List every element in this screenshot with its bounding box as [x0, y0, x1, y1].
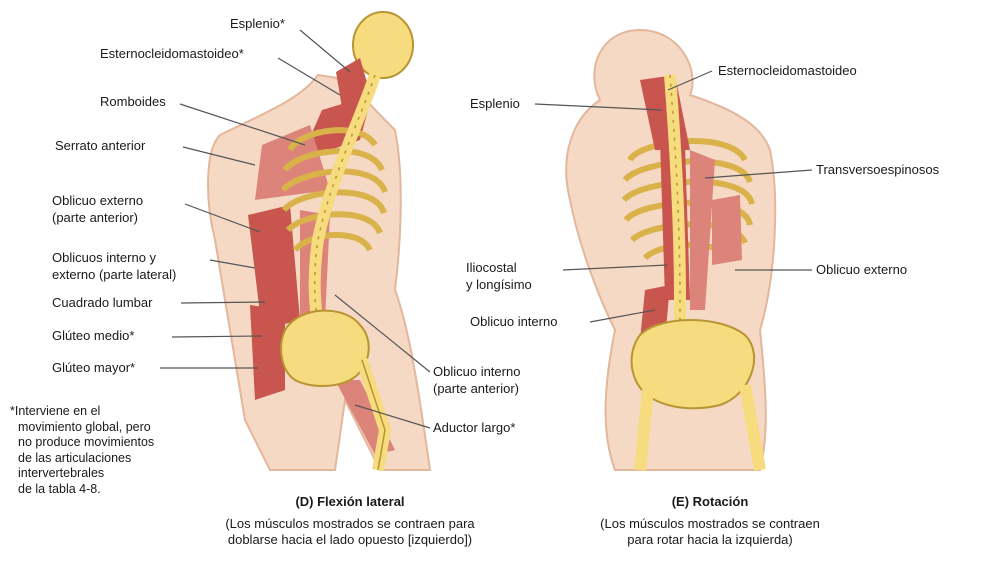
caption-e-line2: para rotar hacia la izquierda) [540, 532, 880, 548]
caption-d-line1: (Los músculos mostrados se contraen para [180, 516, 520, 532]
label-cuadrado-lumbar: Cuadrado lumbar [52, 295, 152, 311]
panel-e-illustration [566, 30, 775, 470]
label-oblicuo-interno-line2: (parte anterior) [433, 381, 519, 397]
panel-d-pelvis [281, 311, 369, 386]
caption-panel-d: (D) Flexión lateral (Los músculos mostra… [180, 494, 520, 548]
caption-panel-e: (E) Rotación (Los músculos mostrados se … [540, 494, 880, 548]
caption-e-line1: (Los músculos mostrados se contraen [540, 516, 880, 532]
label-esternocleidomastoideo-e: Esternocleidomastoideo [718, 63, 857, 79]
label-serrato-anterior: Serrato anterior [55, 138, 145, 154]
footnote: *Interviene en el movimiento global, per… [10, 404, 154, 497]
label-aductor-largo: Aductor largo* [433, 420, 515, 436]
label-esplenio-d: Esplenio* [230, 16, 285, 32]
footnote-line: movimiento global, pero [10, 420, 154, 436]
caption-d-title: (D) Flexión lateral [180, 494, 520, 510]
label-oblicuo-externo-line2: (parte anterior) [52, 210, 138, 226]
label-oblicuo-externo-e: Oblicuo externo [816, 262, 907, 278]
label-transversoespinosos: Transversoespinosos [816, 162, 939, 178]
caption-e-title: (E) Rotación [540, 494, 880, 510]
label-oblicuo-externo-line1: Oblicuo externo [52, 193, 143, 209]
footnote-line: *Interviene en el [10, 404, 154, 420]
label-esplenio-e: Esplenio [470, 96, 520, 112]
label-oblicuos-ie-line2: externo (parte lateral) [52, 267, 176, 283]
label-gluteo-medio: Glúteo medio* [52, 328, 134, 344]
footnote-line: no produce movimientos [10, 435, 154, 451]
label-gluteo-mayor: Glúteo mayor* [52, 360, 135, 376]
label-romboides: Romboides [100, 94, 166, 110]
panel-e-femur-left [640, 390, 648, 470]
label-oblicuo-interno-line1: Oblicuo interno [433, 364, 520, 380]
footnote-line: de la tabla 4-8. [10, 482, 154, 498]
label-iliocostal-line2: y longísimo [466, 277, 532, 293]
label-iliocostal-line1: Iliocostal [466, 260, 517, 276]
footnote-line: intervertebrales [10, 466, 154, 482]
panel-d-illustration [208, 12, 430, 470]
label-esternocleidomastoideo-d: Esternocleidomastoideo* [100, 46, 244, 62]
label-oblicuo-interno-e: Oblicuo interno [470, 314, 557, 330]
caption-d-line2: doblarse hacia el lado opuesto [izquierd… [180, 532, 520, 548]
label-oblicuos-ie-line1: Oblicuos interno y [52, 250, 156, 266]
footnote-line: de las articulaciones [10, 451, 154, 467]
